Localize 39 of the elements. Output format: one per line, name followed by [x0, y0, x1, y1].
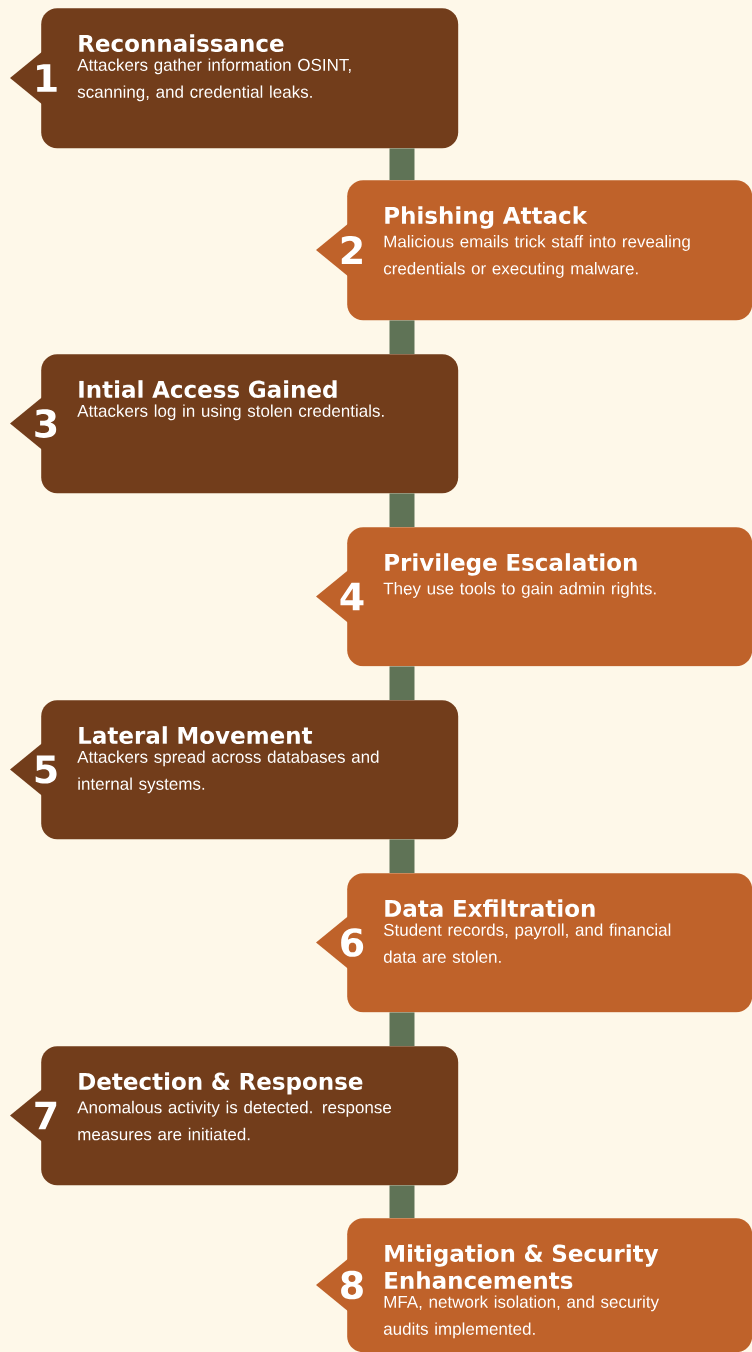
step-description: Student records, payroll, and financial data are stolen.	[383, 923, 671, 963]
timeline-line	[389, 1185, 415, 1218]
step-description: Malicious emails trick staff into revealing credentials or executing malware.	[383, 235, 690, 278]
step-number: 2	[341, 235, 362, 265]
step-title: Data Exfiltration	[385, 899, 595, 917]
timeline-line	[389, 1012, 415, 1046]
step-card	[316, 180, 752, 321]
step-description: Anomalous activity is detected. response measures are initiated.	[77, 1100, 392, 1141]
step-card	[10, 8, 459, 149]
step-number: 1	[37, 64, 57, 92]
step-card	[10, 1046, 459, 1186]
step-title: Reconnaissance	[79, 34, 284, 52]
step-number: 5	[35, 755, 57, 784]
step-title: Intial Access Gained	[79, 380, 337, 398]
step-description: Attackers gather information OSINT, scanning, and credential leaks.	[77, 58, 351, 102]
step-card	[10, 700, 459, 840]
step-card	[316, 873, 752, 1013]
step-number: 8	[341, 1270, 363, 1300]
step-description: MFA, network isolation, and security audits implemented.	[383, 1295, 659, 1339]
step-title: Phishing Attack	[385, 206, 588, 229]
step-card	[10, 354, 459, 494]
step-number: 4	[340, 582, 364, 611]
step-description: Attackers log in using stolen credentials.	[77, 404, 384, 421]
timeline-line	[389, 493, 415, 527]
timeline-line	[389, 839, 415, 873]
step-card	[316, 1218, 752, 1352]
step-title: Privilege Escalation	[385, 553, 637, 576]
timeline-line	[389, 666, 415, 700]
step-number: 3	[35, 409, 57, 438]
timeline-line	[389, 320, 415, 354]
step-number: 7	[35, 1101, 57, 1130]
step-number: 6	[341, 928, 364, 957]
step-title: Mitigation & Security Enhancements	[385, 1244, 659, 1289]
step-description: Attackers spread across databases and internal systems.	[77, 750, 379, 794]
step-title: Detection & Response	[79, 1072, 363, 1095]
timeline-line	[389, 148, 415, 180]
step-title: Lateral Movement	[79, 726, 313, 744]
step-description: They use tools to gain admin rights.	[383, 582, 656, 598]
step-card	[316, 527, 752, 667]
